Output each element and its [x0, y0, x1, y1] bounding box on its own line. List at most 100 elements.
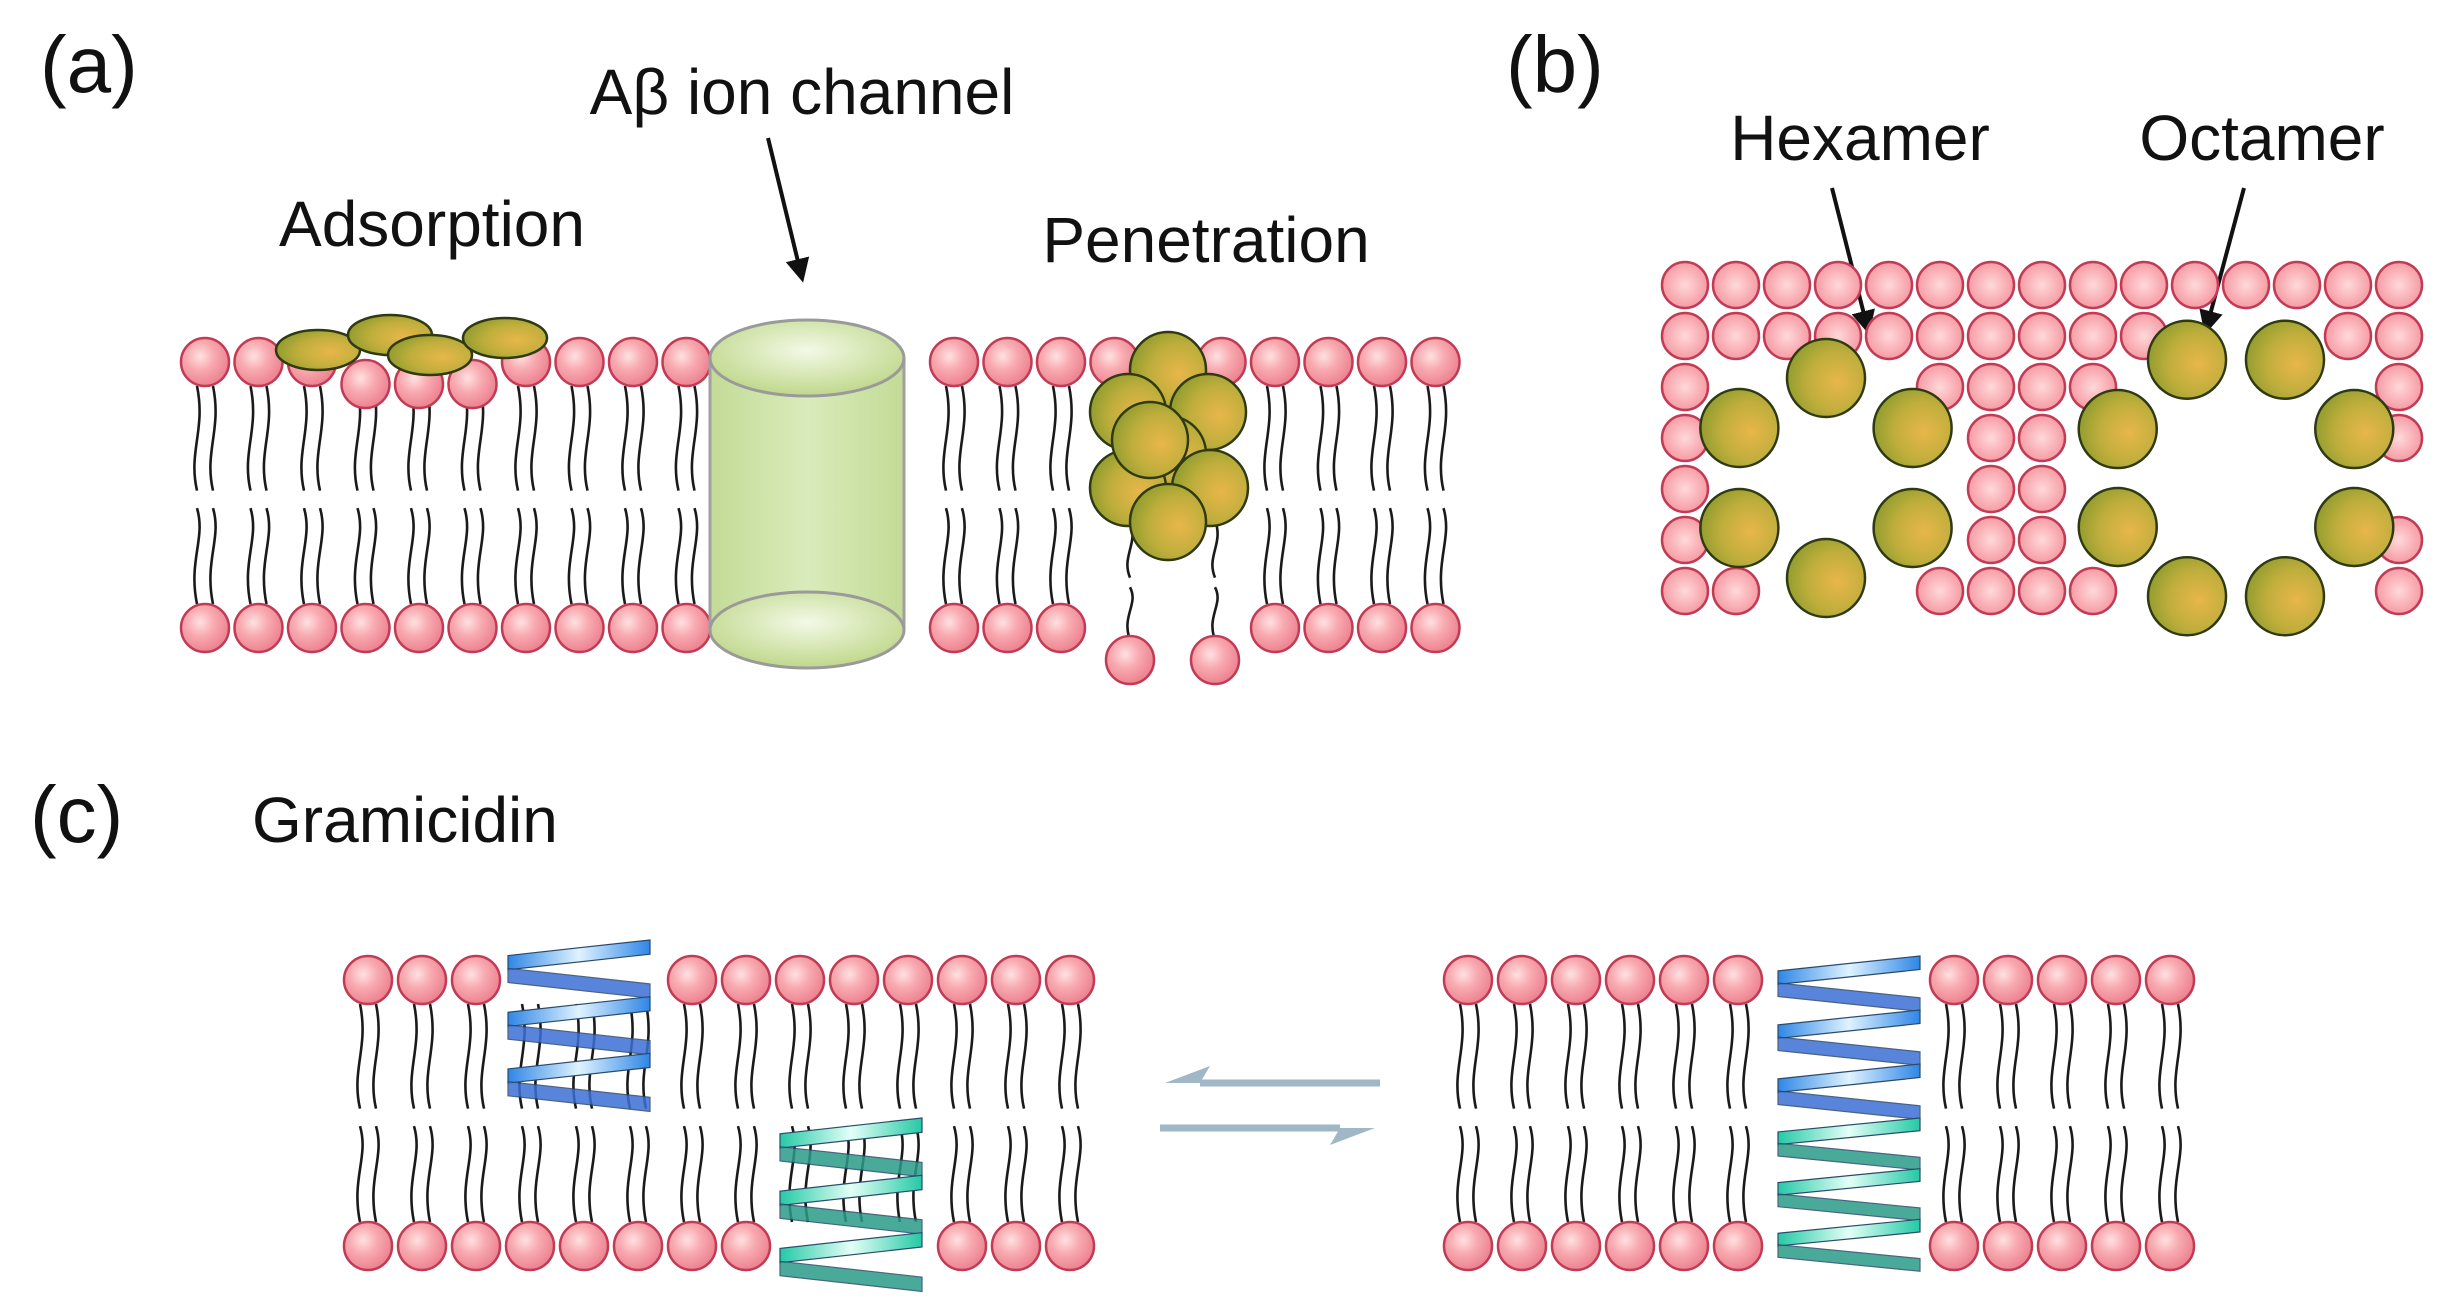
lipid-tail — [1065, 385, 1073, 605]
dimer-lower-helix — [1777, 1193, 1921, 1222]
lipid-tail — [353, 385, 362, 605]
lipid-tail — [626, 1003, 634, 1223]
lipid-tail — [637, 385, 645, 605]
lipid-head — [2323, 311, 2373, 361]
penetrating-peptide-cluster — [1088, 330, 1250, 562]
lipid-head — [1982, 954, 2034, 1006]
peptide-bead — [1110, 400, 1190, 480]
lipid-head — [2017, 311, 2067, 361]
lipid-head — [1660, 566, 1710, 616]
panel-b-pore-rings — [1699, 319, 2395, 637]
lipid-head — [2374, 260, 2424, 310]
lipid-head — [612, 1220, 664, 1272]
lower-gramicidin-helix — [779, 1174, 923, 1207]
lipid-tail — [1211, 519, 1219, 641]
lipid-tail — [423, 385, 431, 605]
upper-gramicidin-helix — [507, 967, 651, 999]
lipid-head — [179, 336, 231, 388]
lipid-tail — [1011, 385, 1020, 605]
lipid-tail — [1688, 1003, 1696, 1223]
octamer-bead — [2244, 556, 2326, 637]
lipid-tail — [1526, 1003, 1534, 1223]
channel-top-cap — [708, 318, 906, 398]
lipid-head — [774, 954, 826, 1006]
lipid-head — [2374, 362, 2424, 412]
channel-label: Aβ ion channel — [590, 56, 1015, 128]
lipid-tail — [950, 1003, 958, 1223]
channel-bottom-cap — [708, 590, 906, 670]
lower-gramicidin-helix — [779, 1117, 923, 1149]
lipid-head — [2090, 954, 2142, 1006]
lipid-head — [928, 602, 980, 654]
lipid-head — [2144, 1220, 2196, 1272]
lipid-tail — [209, 385, 217, 605]
lipid-head — [1356, 336, 1408, 388]
lipid-tail — [530, 385, 538, 605]
lower-gramicidin-helix — [779, 1231, 923, 1264]
lipid-head — [828, 954, 880, 1006]
lipid-tail — [734, 1003, 742, 1223]
lipid-tail — [464, 1003, 472, 1223]
lipid-tail — [2158, 1003, 2166, 1223]
abeta-ion-channel — [708, 318, 906, 670]
octamer-label: Octamer — [2139, 102, 2384, 174]
dimer-upper-helix — [1777, 1063, 1921, 1094]
octamer-bead — [2077, 486, 2158, 568]
lipid-tail — [1726, 1003, 1734, 1223]
lipid-head — [396, 954, 448, 1006]
lipid-tail — [1742, 1003, 1750, 1223]
lipid-tail — [680, 1003, 688, 1223]
lipid-tail — [1618, 1003, 1626, 1223]
lipid-head — [1712, 954, 1764, 1006]
lipid-head — [2144, 954, 2196, 1006]
lipid-head — [1249, 336, 1301, 388]
octamer-bead — [2077, 388, 2158, 470]
lipid-head — [1915, 311, 1965, 361]
hexamer-bead — [1785, 337, 1867, 419]
lipid-head — [2323, 260, 2373, 310]
panel-a-lipid-tails — [193, 385, 1448, 641]
dimer-upper-helix — [1777, 955, 1921, 986]
lipid-head — [1711, 311, 1761, 361]
lipid-tail — [316, 385, 324, 605]
lipid-head — [1496, 954, 1548, 1006]
lipid-head — [1762, 260, 1812, 310]
adsorbed-peptide — [461, 316, 549, 360]
lipid-tail — [958, 385, 966, 605]
lipid-tail — [1472, 1003, 1480, 1223]
lipid-head — [1189, 634, 1241, 686]
lipid-tail — [1058, 1003, 1066, 1223]
lipid-tail — [583, 385, 592, 605]
lipid-head — [982, 336, 1033, 388]
lipid-head — [554, 336, 605, 388]
lipid-tail — [1386, 385, 1394, 605]
lipid-head — [990, 1220, 1042, 1272]
hexamer-bead — [1872, 387, 1953, 469]
lipid-tail — [696, 1003, 704, 1223]
octamer-bead — [2314, 486, 2395, 568]
dimer-lower-helix — [1777, 1142, 1921, 1171]
dimer-upper-helix — [1777, 982, 1921, 1013]
lipid-head — [1604, 954, 1656, 1006]
lower-gramicidin-helix — [779, 1145, 923, 1178]
lipid-head — [661, 602, 712, 654]
lipid-head — [286, 602, 338, 654]
lipid-head — [2036, 954, 2088, 1006]
lipid-head — [1249, 602, 1301, 654]
lipid-tail — [1279, 385, 1287, 605]
lipid-tail — [1634, 1003, 1642, 1223]
panel-b-lipid-layer — [1660, 260, 2424, 616]
lipid-tail — [1004, 1003, 1012, 1223]
lipid-head — [340, 602, 391, 654]
lipid-head — [607, 602, 659, 654]
lipid-head — [340, 358, 391, 410]
lower-gramicidin-helix — [779, 1203, 923, 1235]
dimer-lower-helix — [1777, 1218, 1921, 1247]
octamer-bead — [2146, 319, 2228, 400]
lipid-head — [2017, 413, 2067, 463]
dimer-upper-helix — [1777, 1090, 1921, 1121]
lipid-head — [2017, 464, 2067, 514]
lipid-head — [500, 602, 552, 654]
dimer-lower-helix — [1777, 1117, 1921, 1146]
lipid-head — [1104, 634, 1156, 686]
